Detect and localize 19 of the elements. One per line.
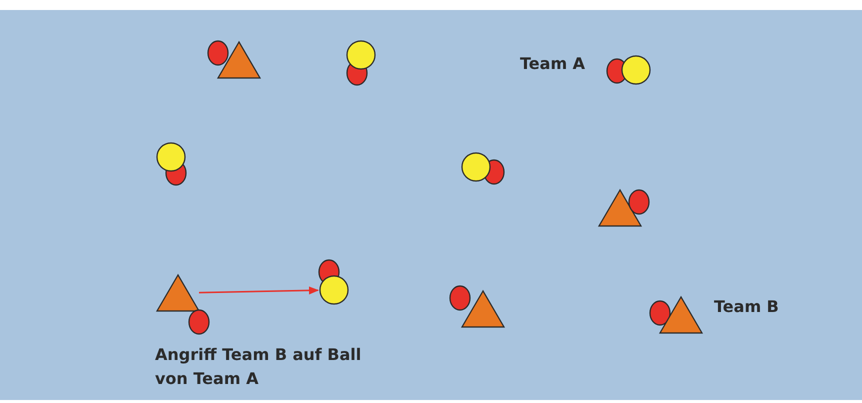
- circle-marker: [207, 40, 229, 66]
- circle-marker: [346, 40, 376, 70]
- team-label: Team A: [520, 53, 586, 75]
- circle-marker: [621, 55, 651, 85]
- circle-marker: [449, 285, 471, 311]
- triangle-marker: [460, 290, 506, 328]
- circle-marker: [319, 275, 349, 305]
- arrow: [198, 286, 319, 294]
- circle-marker: [461, 152, 491, 182]
- team-label: Team B: [714, 296, 780, 318]
- circle-marker: [628, 189, 650, 215]
- triangle-marker: [156, 274, 200, 312]
- triangle-marker: [598, 188, 642, 227]
- circle-marker: [649, 300, 671, 326]
- caption-text: Angriff Team B auf Ball von Team A: [155, 344, 362, 390]
- triangle-marker: [658, 296, 704, 334]
- circle-marker: [188, 309, 210, 335]
- triangle-marker: [216, 40, 262, 79]
- circle-marker: [156, 142, 186, 172]
